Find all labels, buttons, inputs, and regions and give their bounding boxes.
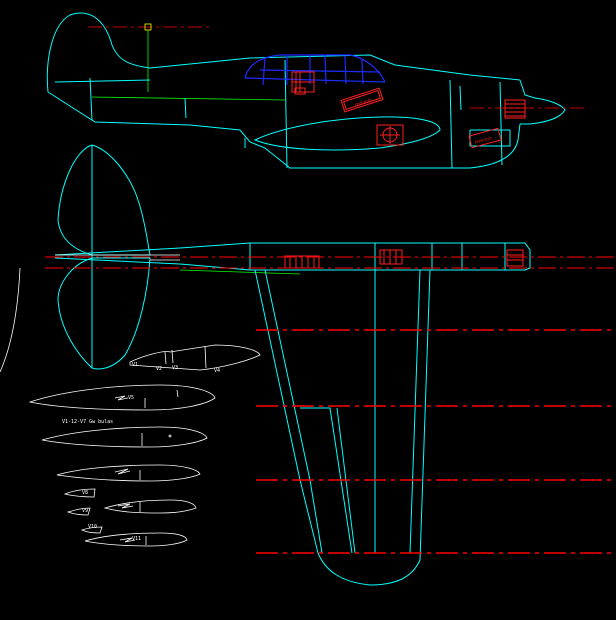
left-edge-arc <box>0 267 21 373</box>
construction-lines <box>91 30 301 275</box>
rib-profiles <box>28 344 261 547</box>
fuselage-stamp-b: mmmm <box>474 136 492 145</box>
top-view-red-details <box>284 249 524 269</box>
rib-label-v5: V5 <box>128 395 134 401</box>
rib-label-v10: V10 <box>88 524 97 530</box>
rib-label-v7: V1-12-V7 Gw bulas <box>62 419 113 425</box>
rib-label-v8: V8 <box>82 490 88 496</box>
fuselage-thrust-line <box>88 26 585 109</box>
crosshair-cursor-icon[interactable] <box>144 23 152 31</box>
fuselage-stamp-a: mmmm <box>355 98 373 108</box>
rib-label-v3: V3 <box>172 365 178 371</box>
fuselage-top-view <box>54 242 531 586</box>
rib-label-v9: V9 <box>82 508 88 514</box>
canopy-frame <box>244 54 386 86</box>
fuselage-side-view <box>46 12 566 169</box>
rib-label-v4: V4 <box>214 368 220 374</box>
rib-station-lines <box>256 329 616 554</box>
centerline-main <box>45 256 616 269</box>
rib-label-v2: V2 <box>156 366 162 372</box>
rib-label-v1: V1 <box>132 362 138 368</box>
top-view-white-details <box>55 254 180 261</box>
rib-label-v11: V11 <box>132 536 141 542</box>
